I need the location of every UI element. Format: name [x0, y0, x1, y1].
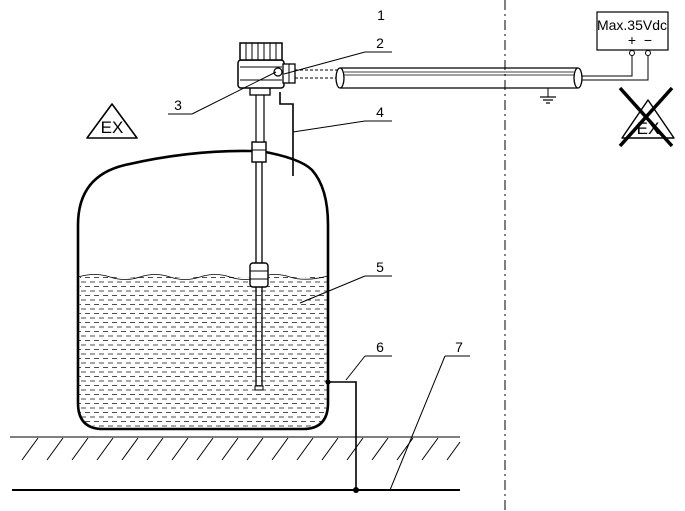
- terminal-minus-label: −: [644, 32, 652, 48]
- svg-text:6: 6: [376, 339, 384, 355]
- wire-negative: [582, 53, 649, 81]
- callout-3: 3: [168, 71, 277, 115]
- cable-conduit: [295, 67, 583, 89]
- storage-tank: [76, 149, 330, 431]
- hazard-zone-label: EX: [101, 118, 124, 137]
- svg-text:2: 2: [376, 35, 384, 51]
- callout-1: 1: [377, 7, 385, 23]
- ground-floor: [10, 436, 461, 461]
- power-supply-label: Max.35Vdc: [597, 17, 667, 33]
- callout-4: 4: [292, 104, 392, 133]
- prohibited-cross-icon: EX: [618, 86, 675, 148]
- callout-5: 5: [299, 259, 392, 304]
- power-supply-box: Max.35Vdc + −: [596, 11, 669, 56]
- wire-positive: [582, 53, 633, 77]
- svg-text:1: 1: [377, 7, 385, 23]
- tank-earth-connection: [325, 379, 359, 493]
- transmitter-head: [237, 42, 296, 143]
- svg-text:5: 5: [376, 259, 384, 275]
- ground-symbol-icon: [540, 88, 556, 104]
- callout-7: 7: [389, 339, 470, 491]
- terminal-plus: [629, 50, 635, 56]
- callout-6: 6: [345, 339, 392, 381]
- hazard-triangle-icon: EX: [86, 103, 138, 139]
- housing-earth-strap: [279, 92, 294, 176]
- float: [249, 262, 269, 288]
- svg-text:3: 3: [174, 97, 182, 113]
- callout-2: 2: [283, 35, 392, 75]
- tank-liquid: [78, 274, 328, 427]
- svg-text:7: 7: [455, 339, 463, 355]
- terminal-negative: [645, 50, 651, 56]
- terminal-plus-label: +: [628, 32, 636, 48]
- svg-text:4: 4: [376, 104, 384, 120]
